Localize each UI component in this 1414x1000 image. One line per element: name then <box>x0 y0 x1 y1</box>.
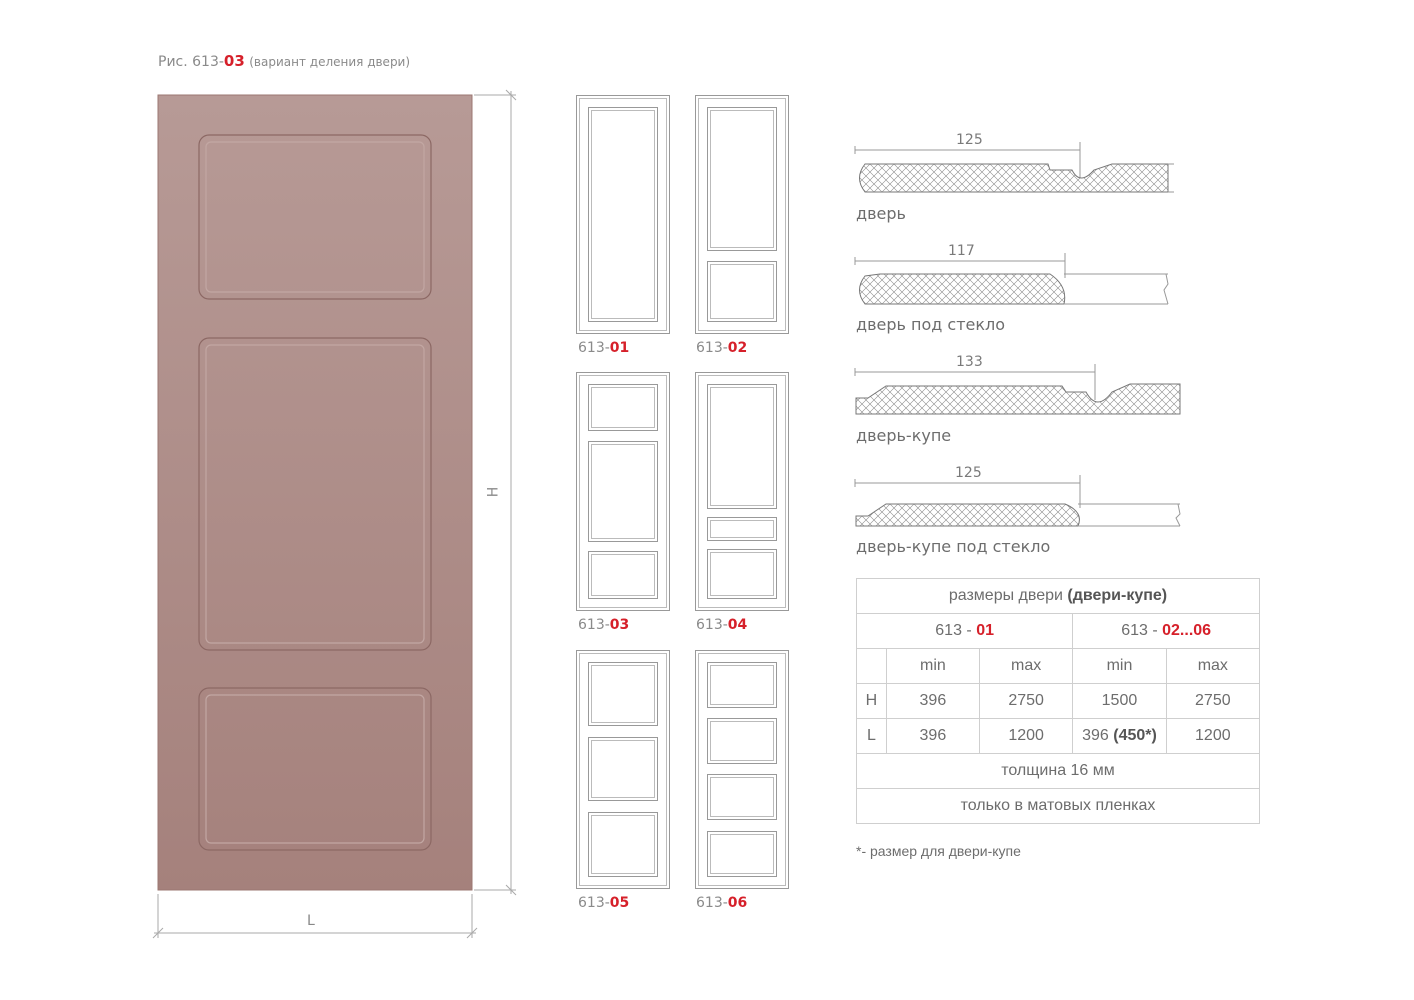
profile-dim-4: 125 <box>955 465 982 481</box>
thumb-613-01 <box>576 95 670 334</box>
profile-label-2: дверь под стекло <box>856 315 1006 334</box>
thumb-613-05 <box>576 650 670 889</box>
figure-prefix: Рис. 613- <box>158 54 224 70</box>
spec-group-01: 613 - 01 <box>855 613 1074 649</box>
spec-row-l: L 396 1200 396 (450*) 1200 <box>856 718 1261 754</box>
profile-door <box>854 142 1174 193</box>
spec-empty-cell <box>856 648 887 684</box>
door-panel-bottom <box>198 687 432 851</box>
height-label: H <box>485 486 502 498</box>
thumb-label-613-04: 613-04 <box>696 617 748 633</box>
thumb-label-613-06: 613-06 <box>696 895 748 911</box>
spec-col-min-1: min <box>885 648 980 684</box>
spec-table: размеры двери (двери-купе) 613 - 01 613 … <box>855 578 1261 824</box>
spec-col-max-2: max <box>1165 648 1261 684</box>
profile-label-3: дверь-купе <box>856 426 952 445</box>
spec-thickness: толщина 16 мм <box>856 753 1260 789</box>
profile-label-1: дверь <box>856 204 906 223</box>
thumb-613-02 <box>695 95 789 334</box>
spec-group-02-06: 613 - 02...06 <box>1072 613 1260 649</box>
thumb-613-04 <box>695 372 789 611</box>
spec-col-max-1: max <box>978 648 1074 684</box>
door-panel-middle <box>198 337 432 651</box>
profile-sliding-door-glass <box>854 475 1181 527</box>
profile-sliding-door <box>854 364 1181 415</box>
thumb-613-03 <box>576 372 670 611</box>
thumb-label-613-05: 613-05 <box>578 895 630 911</box>
spec-finish: только в матовых пленках <box>856 788 1260 824</box>
figure-code: 03 <box>223 52 245 70</box>
door-panels <box>198 134 432 851</box>
width-label: L <box>307 913 315 929</box>
spec-col-min-2: min <box>1072 648 1167 684</box>
profiles-drawing <box>854 142 1181 527</box>
spec-row-h: H 396 2750 1500 2750 <box>856 683 1261 719</box>
thumb-label-613-03: 613-03 <box>578 617 630 633</box>
dimension-lines <box>152 89 517 939</box>
profile-door-glass <box>854 253 1169 305</box>
door-slab <box>157 94 473 891</box>
spec-title: размеры двери (двери-купе) <box>856 578 1260 614</box>
door-panel-top <box>198 134 432 300</box>
footnote: *- размер для двери-купе <box>856 843 1021 859</box>
profile-label-4: дверь-купе под стекло <box>856 537 1051 556</box>
figure-note: (вариант деления двери) <box>249 55 411 69</box>
thumb-label-613-02: 613-02 <box>696 340 748 356</box>
main-door-drawing <box>152 89 517 939</box>
profile-dim-1: 125 <box>956 132 983 148</box>
figure-caption: Рис. 613-03 (вариант деления двери) <box>158 52 410 70</box>
profile-dim-3: 133 <box>956 354 983 370</box>
thumb-613-06 <box>695 650 789 889</box>
profile-dim-2: 117 <box>948 243 975 259</box>
thumb-label-613-01: 613-01 <box>578 340 630 356</box>
